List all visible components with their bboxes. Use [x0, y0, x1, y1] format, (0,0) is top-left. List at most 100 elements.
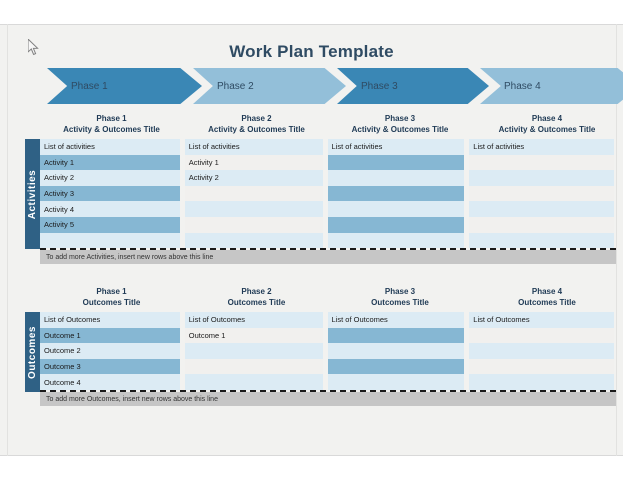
outcomes-side-tab: Outcomes	[25, 312, 40, 392]
table-cell[interactable]	[469, 201, 616, 217]
table-cell[interactable]	[469, 185, 616, 202]
table-cell[interactable]: Activity 4	[40, 201, 182, 217]
table-cell[interactable]	[469, 170, 616, 186]
side-tab-label: Outcomes	[27, 325, 38, 379]
column-header-line2: Outcomes Title	[371, 298, 429, 307]
table-header-cell[interactable]: List of activities	[40, 139, 182, 155]
table-cell[interactable]	[327, 327, 467, 344]
mouse-cursor-icon	[27, 37, 40, 56]
table-cell[interactable]	[184, 201, 325, 217]
phase-chevron-label: Phase 3	[361, 80, 398, 92]
table-header-cell[interactable]: List of activities	[469, 139, 616, 155]
phase-chevron-label: Phase 4	[504, 80, 541, 92]
phase-chevron-2[interactable]: Phase 2	[193, 68, 346, 104]
table-cell[interactable]	[469, 343, 616, 359]
table-cell[interactable]	[327, 185, 467, 202]
table-cell[interactable]	[469, 358, 616, 375]
table-cell[interactable]: Outcome 1	[184, 327, 325, 344]
table-cell[interactable]: Outcome 4	[40, 374, 182, 390]
side-tab-label: Activities	[27, 169, 38, 219]
table-cell[interactable]: Activity 2	[184, 170, 325, 186]
table-row: Outcome 4	[40, 374, 616, 390]
table-cell[interactable]	[327, 170, 467, 186]
table-cell[interactable]	[327, 201, 467, 217]
table-header-cell[interactable]: List of activities	[327, 139, 467, 155]
table-header-cell[interactable]: List of Outcomes	[327, 312, 467, 328]
activities-note-bar: To add more Activities, insert new rows …	[40, 250, 616, 265]
table-cell[interactable]	[469, 374, 616, 390]
table-cell[interactable]	[327, 374, 467, 390]
table-cell[interactable]	[327, 343, 467, 359]
table-cell[interactable]: Outcome 3	[40, 358, 182, 375]
phase-chevron-4[interactable]: Phase 4	[480, 68, 623, 104]
column-header-line1: Phase 2	[241, 287, 272, 296]
page-title: Work Plan Template	[229, 42, 394, 61]
table-cell[interactable]	[327, 358, 467, 375]
phase-chevron-label: Phase 1	[71, 80, 108, 92]
table-cell[interactable]: Outcome 1	[40, 327, 182, 344]
table-cell[interactable]: Activity 1	[40, 154, 182, 171]
table-cell[interactable]	[469, 217, 616, 233]
table-row: Outcome 2	[40, 343, 616, 359]
table-row: Activity 5	[40, 217, 616, 233]
table-cell[interactable]: Activity 2	[40, 170, 182, 186]
phase-chevron-3[interactable]: Phase 3	[337, 68, 489, 104]
table-header-cell[interactable]: List of activities	[184, 139, 325, 155]
column-header-line2: Outcomes Title	[227, 298, 286, 307]
table-cell[interactable]	[327, 217, 467, 233]
table-cell[interactable]: Activity 5	[40, 217, 182, 233]
activities-column-header-4: Phase 4 Activity & Outcomes Title	[473, 113, 621, 135]
activities-column-header-3: Phase 3 Activity & Outcomes Title	[330, 113, 470, 135]
insert-rows-dashed-divider	[40, 390, 616, 392]
column-header-line2: Activity & Outcomes Title	[208, 125, 305, 134]
table-cell[interactable]	[469, 232, 616, 249]
table-cell[interactable]	[327, 232, 467, 249]
table-header-cell[interactable]: List of Outcomes	[469, 312, 616, 328]
table-header-cell[interactable]: List of Outcomes	[184, 312, 325, 328]
table-cell[interactable]	[469, 327, 616, 344]
table-row: Activity 3	[40, 185, 616, 202]
table-cell[interactable]: Outcome 2	[40, 343, 182, 359]
table-cell[interactable]	[327, 154, 467, 171]
column-header-line2: Activity & Outcomes Title	[351, 125, 449, 134]
table-cell[interactable]	[184, 374, 325, 390]
column-header-line2: Activity & Outcomes Title	[63, 125, 160, 134]
table-row: Outcome 3	[40, 358, 616, 375]
table-cell[interactable]	[184, 343, 325, 359]
table-cell[interactable]: Activity 3	[40, 185, 182, 202]
outcomes-column-header-2: Phase 2 Outcomes Title	[186, 286, 327, 308]
table-header-cell[interactable]: List of Outcomes	[40, 312, 182, 328]
column-header-line2: Outcomes Title	[82, 298, 141, 307]
table-cell[interactable]	[469, 154, 616, 171]
insert-rows-dashed-divider	[40, 248, 616, 251]
column-header-line2: Outcomes Title	[518, 298, 576, 307]
table-cell[interactable]	[184, 232, 325, 249]
table-cell[interactable]	[184, 217, 325, 233]
activities-column-header-2: Phase 2 Activity & Outcomes Title	[186, 113, 327, 135]
table-row: Activity 4	[40, 201, 616, 217]
table-row	[40, 232, 616, 249]
column-header-line2: Activity & Outcomes Title	[498, 125, 596, 134]
column-header-line1: Phase 3	[384, 114, 416, 123]
activities-side-tab: Activities	[25, 139, 40, 249]
column-header-line1: Phase 2	[241, 114, 272, 123]
table-cell[interactable]: Activity 1	[184, 154, 325, 171]
column-header-line1: Phase 4	[531, 114, 563, 123]
phase-chevron-1[interactable]: Phase 1	[47, 68, 202, 104]
table-cell[interactable]	[40, 232, 182, 249]
table-cell[interactable]	[184, 358, 325, 375]
table-cell[interactable]	[184, 185, 325, 202]
